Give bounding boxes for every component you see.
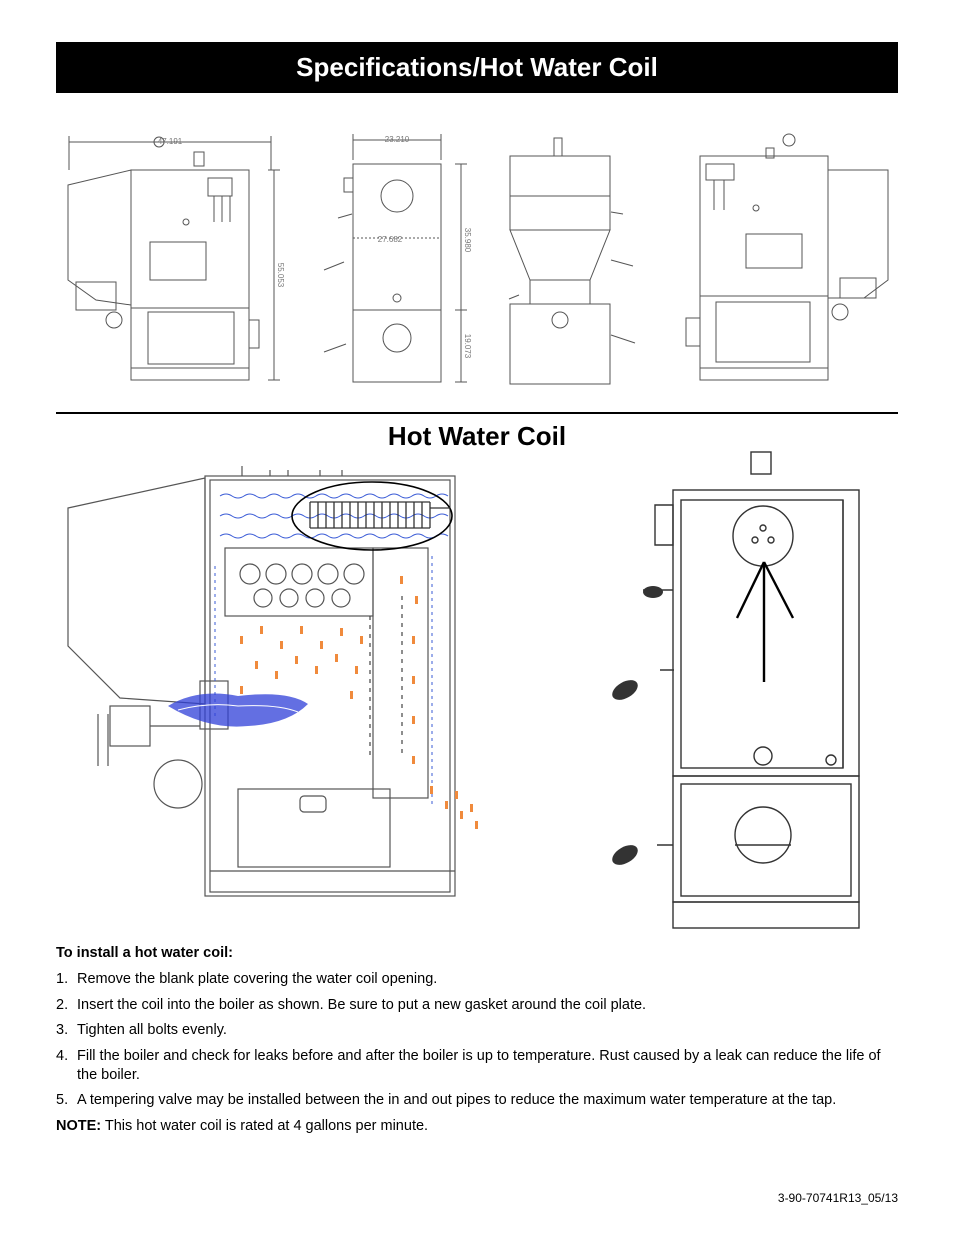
specification-drawings: 47.191 23.210 27.682 55.053 35.980 19.07… [67,133,889,385]
note-label: NOTE: [56,1117,102,1134]
instructions-heading: To install a hot water coil: [56,945,233,961]
instruction-step: 4.Fill the boiler and check for leaks be… [56,1047,881,1083]
cutaway-diagram [67,466,478,897]
hot-water-coil [291,481,453,551]
instruction-steps: 1.Remove the blank plate covering the wa… [56,970,898,1110]
coil-location-diagram [612,451,860,929]
section-divider [56,412,898,414]
side-view-right [685,133,889,381]
note: NOTE: This hot water coil is rated at 4 … [56,1117,898,1136]
coil-location-arrow [735,561,795,682]
dimension-inner-depth: 27.682 [378,235,403,244]
section-title: Hot Water Coil [387,421,567,451]
page-title: Specifications/Hot Water Coil [56,42,898,93]
instruction-step: 5.A tempering valve may be installed bet… [56,1092,837,1108]
flame-arrows [240,576,478,829]
dimension-upper-height: 35.980 [463,228,472,253]
dimension-overall-depth: 47.191 [158,137,183,146]
instruction-step: 3.Tighten all bolts evenly. [56,1022,227,1038]
document-number: 3-90-70741R13_05/13 [777,1191,898,1205]
fuel-pile [168,693,308,727]
installation-instructions: To install a hot water coil: 1.Remove th… [56,944,898,1136]
instruction-step: 2.Insert the coil into the boiler as sho… [56,996,647,1013]
dimension-lower-height: 19.073 [463,334,472,359]
dimension-height: 55.053 [276,263,285,288]
front-view [323,134,467,383]
instruction-step: 1.Remove the blank plate covering the wa… [56,971,438,987]
note-text: This hot water coil is rated at 4 gallon… [101,1117,429,1134]
gauges [612,586,663,865]
side-view-left [67,136,280,381]
dimension-width: 23.210 [385,135,410,144]
rear-view [508,137,636,385]
